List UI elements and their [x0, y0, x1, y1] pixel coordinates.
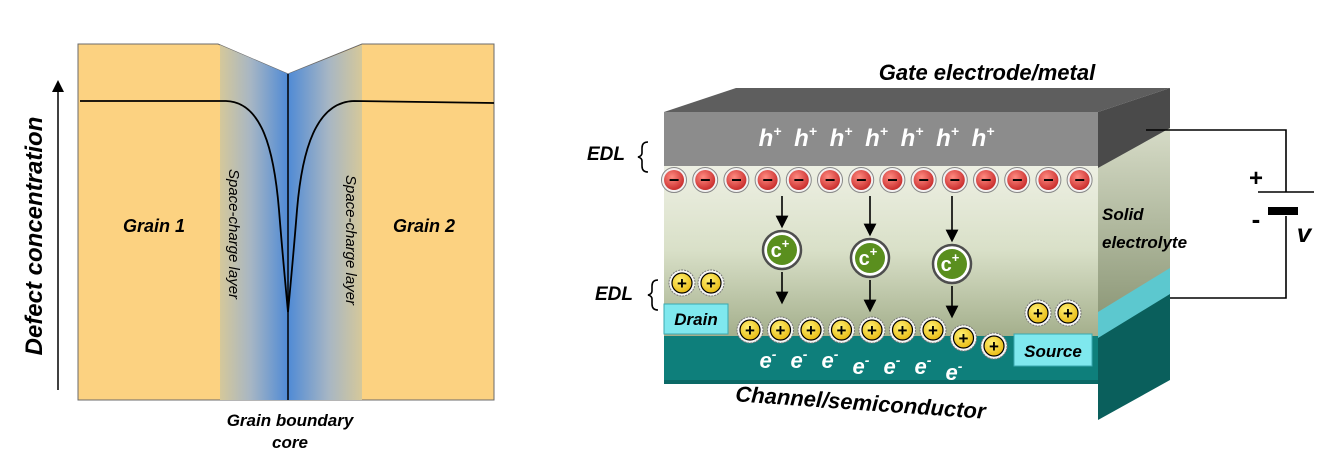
cations-group: c+ c+ c+ — [761, 196, 973, 319]
source-contact — [1013, 333, 1093, 367]
svg-text:−: − — [1012, 170, 1023, 190]
anion-icon: − — [754, 167, 781, 193]
grain-2-label: Grain 2 — [393, 216, 455, 236]
anion-icon: − — [1004, 167, 1031, 193]
svg-text:−: − — [1043, 170, 1054, 190]
positive-ion-icon: + — [950, 324, 977, 352]
grain-boundary-label-line1: Grain boundary — [227, 411, 355, 430]
edl-top-label: EDL — [587, 144, 625, 165]
anion-icon: − — [661, 167, 687, 193]
svg-text:+: + — [928, 321, 938, 340]
space-charge-layer-left-label: Space-charge layer — [225, 169, 242, 300]
svg-text:−: − — [1074, 170, 1085, 190]
anion-icon: − — [1035, 167, 1062, 193]
positive-ion-icon: + — [1024, 299, 1052, 327]
svg-text:+: + — [1033, 304, 1043, 323]
svg-text:−: − — [918, 170, 929, 190]
positive-ion-icon: + — [980, 332, 1008, 360]
svg-text:−: − — [856, 170, 867, 190]
positive-ion-icon: + — [668, 269, 696, 297]
anion-icon: − — [1066, 167, 1093, 193]
svg-text:+: + — [1063, 304, 1073, 323]
svg-text:+: + — [898, 321, 908, 340]
anion-icon: − — [817, 167, 843, 193]
anion-icon: − — [941, 167, 968, 193]
gate-electrode-label: Gate electrode/metal — [879, 60, 1096, 85]
y-axis-label: Defect concentration — [21, 117, 48, 356]
circuit-wire — [1146, 129, 1287, 299]
defect-concentration-curve — [80, 100, 495, 313]
drain-contact — [663, 303, 729, 335]
channel-label: Channel/semiconductor — [735, 381, 988, 424]
positive-ion-icon: + — [736, 316, 764, 344]
anion-icon: − — [785, 167, 812, 193]
svg-text:−: − — [700, 170, 711, 190]
svg-text:−: − — [981, 170, 992, 190]
svg-text:+: + — [776, 321, 786, 340]
space-charge-layer-left-region — [220, 45, 288, 400]
gate-top-face — [664, 88, 1170, 112]
svg-text:+: + — [806, 321, 816, 340]
anion-icon: − — [848, 167, 875, 193]
gate-electrode — [664, 112, 1098, 166]
svg-text:+: + — [677, 274, 687, 293]
edl-top-brace — [637, 141, 649, 173]
solid-electrolyte-label-line2: electrolyte — [1102, 233, 1187, 252]
voltage-label: v — [1297, 218, 1313, 248]
channel-layer-bottom — [664, 380, 1098, 384]
svg-text:−: − — [762, 170, 773, 190]
svg-text:−: − — [794, 170, 805, 190]
cation-icon: c+ — [849, 237, 891, 279]
grain-boundary-diagram: Defect concentration Grain 1 Grain 2 Spa… — [21, 43, 495, 452]
anions-row: −−−−−−−−−−−−−− — [661, 167, 1093, 193]
space-charge-layer-right-label: Space-charge layer — [342, 175, 359, 306]
edl-bottom-brace — [647, 279, 659, 311]
transistor-diagram: Gate electrode/metal h+h+h+h+h+h+h+ −−−−… — [587, 60, 1314, 424]
cation-icon: c+ — [761, 229, 803, 271]
edl-bottom-label: EDL — [595, 284, 633, 305]
space-charge-layer-right-region — [288, 45, 362, 400]
anion-icon: − — [910, 167, 937, 193]
svg-text:−: − — [669, 170, 680, 190]
anion-icon: − — [879, 167, 906, 193]
grain-boundary-label-line2: core — [272, 433, 308, 452]
svg-text:−: − — [731, 170, 742, 190]
battery-minus-label: - — [1252, 204, 1261, 234]
grain-1-label: Grain 1 — [123, 216, 185, 236]
anion-icon: − — [973, 167, 999, 193]
svg-text:+: + — [706, 274, 716, 293]
svg-text:+: + — [745, 321, 755, 340]
positive-ion-icon: + — [858, 316, 886, 344]
electrolyte-side-face — [1098, 126, 1170, 312]
svg-text:+: + — [837, 321, 847, 340]
drain-label: Drain — [674, 310, 717, 329]
cation-icon: c+ — [931, 243, 973, 285]
positive-ion-icon: + — [828, 316, 855, 344]
source-label: Source — [1024, 342, 1082, 361]
svg-text:+: + — [989, 337, 999, 356]
positive-ion-icon: + — [1054, 299, 1082, 327]
positive-ion-icon: + — [697, 269, 725, 297]
contact-side-face — [1098, 266, 1170, 338]
positive-ion-icon: + — [889, 316, 916, 344]
svg-text:+: + — [959, 329, 969, 348]
battery-plate-short — [1268, 207, 1298, 215]
anion-icon: − — [692, 167, 719, 193]
svg-text:−: − — [825, 170, 836, 190]
svg-text:−: − — [887, 170, 898, 190]
svg-text:+: + — [867, 321, 877, 340]
anion-icon: − — [723, 167, 750, 193]
positive-ion-icon: + — [767, 316, 794, 344]
svg-text:−: − — [950, 170, 961, 190]
positive-ions-group: + + + + + + + + + + + + + — [668, 269, 1082, 360]
battery-plus-label: + — [1249, 165, 1263, 192]
solid-electrolyte-label-line1: Solid — [1102, 205, 1144, 224]
positive-ion-icon: + — [919, 316, 947, 344]
positive-ion-icon: + — [797, 316, 825, 344]
gate-side-face — [1098, 88, 1170, 168]
